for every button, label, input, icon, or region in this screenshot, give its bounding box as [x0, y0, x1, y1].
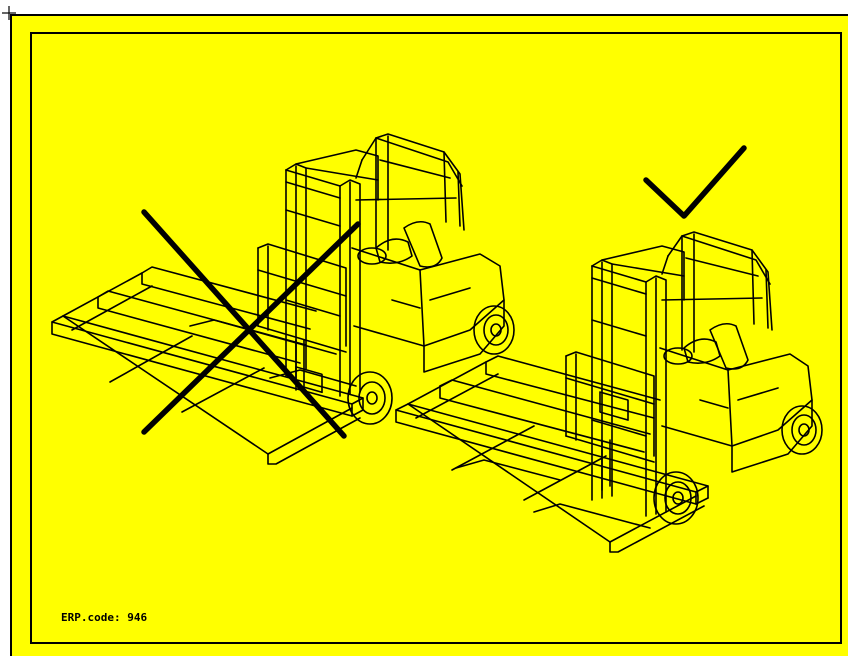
mast-left: [285, 149, 379, 397]
checkmark-icon: [643, 145, 747, 219]
forks-right: [455, 459, 651, 529]
forklift-wrong: [51, 133, 515, 465]
overhead-guard-left: [355, 133, 465, 251]
wheels-right: [601, 405, 823, 525]
overhead-guard-right: [661, 231, 773, 353]
sign-inner-frame: [30, 32, 842, 644]
wheels-left: [295, 305, 515, 425]
mast-right: [591, 245, 685, 517]
long-load-frame-right: [395, 355, 709, 553]
seat-left: [357, 220, 443, 268]
erp-code-label: ERP.code: 946: [61, 611, 148, 624]
safety-sign: [10, 14, 848, 656]
forklift-right: [395, 145, 823, 553]
corner-crop-mark: [2, 6, 16, 20]
body-left: [351, 247, 505, 373]
carriage-right: [565, 351, 655, 463]
long-load-frame-left: [51, 266, 364, 465]
cross-icon: [141, 209, 361, 439]
body-right: [659, 347, 813, 473]
